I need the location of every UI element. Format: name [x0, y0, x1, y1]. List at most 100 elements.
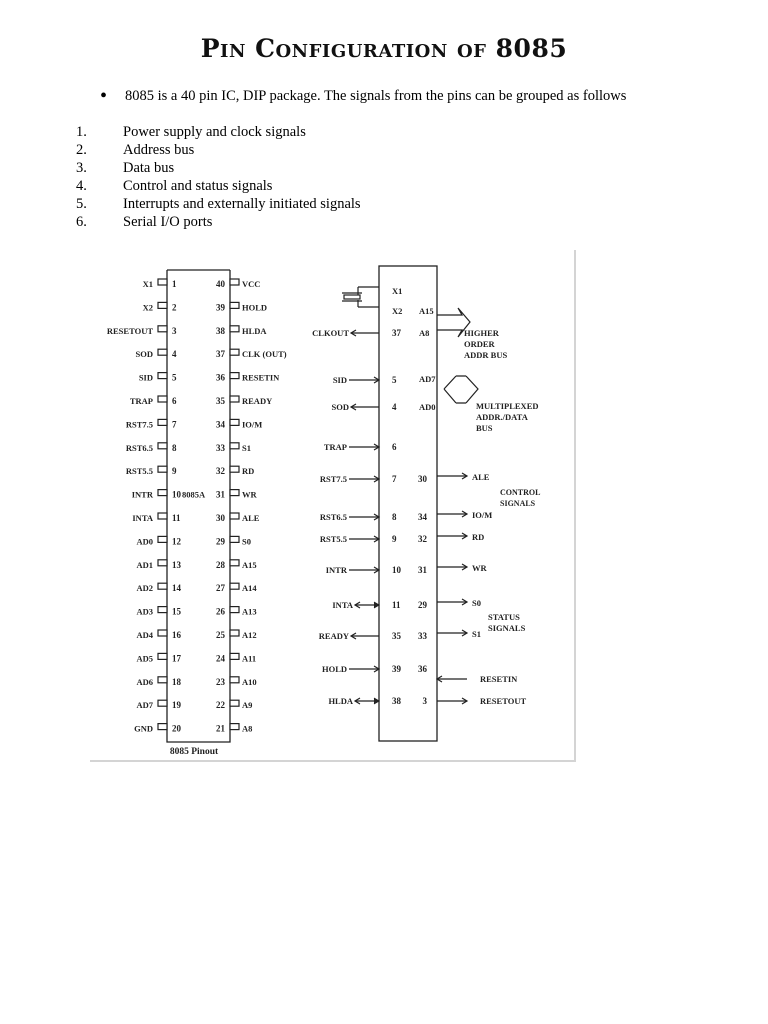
svg-text:X2: X2 [392, 306, 402, 316]
intro-text: 8085 is a 40 pin IC, DIP package. The si… [125, 88, 627, 104]
svg-text:A14: A14 [242, 583, 257, 593]
svg-text:TRAP: TRAP [130, 396, 153, 406]
svg-text:34: 34 [418, 512, 428, 522]
svg-text:15: 15 [172, 607, 182, 617]
svg-text:7: 7 [172, 419, 177, 429]
svg-text:ALE: ALE [242, 513, 260, 523]
svg-text:AD3: AD3 [136, 607, 153, 617]
svg-text:RD: RD [472, 532, 484, 542]
svg-text:GND: GND [134, 724, 153, 734]
svg-text:4: 4 [392, 402, 397, 412]
svg-text:36: 36 [216, 373, 226, 383]
svg-text:RST7.5: RST7.5 [126, 419, 153, 429]
svg-text:38: 38 [392, 696, 402, 706]
svg-text:24: 24 [216, 653, 226, 663]
svg-text:AD5: AD5 [136, 653, 153, 663]
list-item: 1.Power supply and clock signals [76, 124, 306, 140]
svg-text:RESETOUT: RESETOUT [480, 696, 526, 706]
svg-text:A8: A8 [419, 328, 429, 338]
svg-text:INTR: INTR [326, 565, 348, 575]
svg-text:S0: S0 [472, 598, 481, 608]
svg-text:A15: A15 [419, 306, 434, 316]
svg-text:A15: A15 [242, 560, 257, 570]
svg-text:WR: WR [472, 563, 488, 573]
svg-text:SIGNALS: SIGNALS [488, 623, 526, 633]
svg-text:30: 30 [418, 474, 428, 484]
svg-text:31: 31 [216, 490, 226, 500]
svg-text:AD6: AD6 [136, 677, 153, 687]
svg-text:29: 29 [418, 600, 428, 610]
svg-text:9: 9 [172, 466, 177, 476]
svg-text:HIGHER: HIGHER [464, 328, 500, 338]
svg-text:30: 30 [216, 513, 226, 523]
svg-text:6: 6 [172, 396, 177, 406]
svg-text:IO/M: IO/M [472, 510, 492, 520]
svg-text:8085A: 8085A [182, 490, 206, 500]
svg-text:11: 11 [392, 600, 401, 610]
svg-text:RESETIN: RESETIN [480, 674, 518, 684]
svg-text:25: 25 [216, 630, 226, 640]
svg-text:36: 36 [418, 664, 428, 674]
svg-text:12: 12 [172, 536, 182, 546]
svg-text:HOLD: HOLD [322, 664, 347, 674]
svg-text:HOLD: HOLD [242, 302, 267, 312]
svg-text:RST6.5: RST6.5 [126, 443, 153, 453]
svg-text:VCC: VCC [242, 279, 260, 289]
svg-text:10: 10 [392, 565, 402, 575]
svg-text:37: 37 [392, 328, 402, 338]
svg-text:16: 16 [172, 630, 182, 640]
svg-text:RESETOUT: RESETOUT [107, 326, 153, 336]
svg-text:8: 8 [392, 512, 397, 522]
svg-text:13: 13 [172, 560, 182, 570]
svg-text:RST5.5: RST5.5 [126, 466, 153, 476]
svg-text:ADDR./DATA: ADDR./DATA [476, 412, 529, 422]
svg-text:AD0: AD0 [419, 402, 436, 412]
svg-text:32: 32 [418, 534, 428, 544]
svg-text:21: 21 [216, 724, 226, 734]
svg-text:AD4: AD4 [136, 630, 153, 640]
svg-text:39: 39 [392, 664, 402, 674]
svg-text:8: 8 [172, 443, 177, 453]
svg-text:14: 14 [172, 583, 182, 593]
svg-text:AD7: AD7 [136, 700, 153, 710]
dip-body [166, 269, 231, 743]
svg-text:INTR: INTR [132, 490, 154, 500]
page-title: Pin Configuration of 8085 [200, 34, 568, 63]
svg-text:A11: A11 [242, 653, 256, 663]
svg-text:A10: A10 [242, 677, 257, 687]
svg-text:RD: RD [242, 466, 254, 476]
svg-text:SID: SID [333, 375, 347, 385]
svg-text:INTA: INTA [132, 513, 153, 523]
svg-text:9: 9 [392, 534, 397, 544]
svg-text:5: 5 [392, 375, 397, 385]
list-item: 4.Control and status signals [76, 178, 273, 194]
list-item: 2.Address bus [76, 142, 195, 158]
svg-text:39: 39 [216, 302, 226, 312]
svg-text:S1: S1 [472, 629, 481, 639]
svg-text:CLKOUT: CLKOUT [312, 328, 349, 338]
svg-text:28: 28 [216, 560, 226, 570]
svg-text:11: 11 [172, 513, 181, 523]
bullet-icon: • [100, 85, 108, 107]
svg-text:4: 4 [172, 349, 177, 359]
svg-text:27: 27 [216, 583, 226, 593]
svg-text:ORDER: ORDER [464, 339, 496, 349]
svg-text:RST7.5: RST7.5 [320, 474, 347, 484]
svg-text:10: 10 [172, 490, 182, 500]
svg-text:29: 29 [216, 536, 226, 546]
svg-text:SOD: SOD [136, 349, 153, 359]
svg-text:STATUS: STATUS [488, 612, 520, 622]
svg-text:AD7: AD7 [419, 374, 436, 384]
svg-text:18: 18 [172, 677, 182, 687]
svg-text:31: 31 [418, 565, 428, 575]
svg-text:SID: SID [139, 373, 153, 383]
svg-text:7: 7 [392, 474, 397, 484]
svg-text:26: 26 [216, 607, 226, 617]
svg-text:X1: X1 [392, 286, 402, 296]
svg-text:HLDA: HLDA [242, 326, 267, 336]
svg-text:5: 5 [172, 373, 177, 383]
svg-text:3: 3 [423, 696, 428, 706]
svg-text:READY: READY [242, 396, 272, 406]
